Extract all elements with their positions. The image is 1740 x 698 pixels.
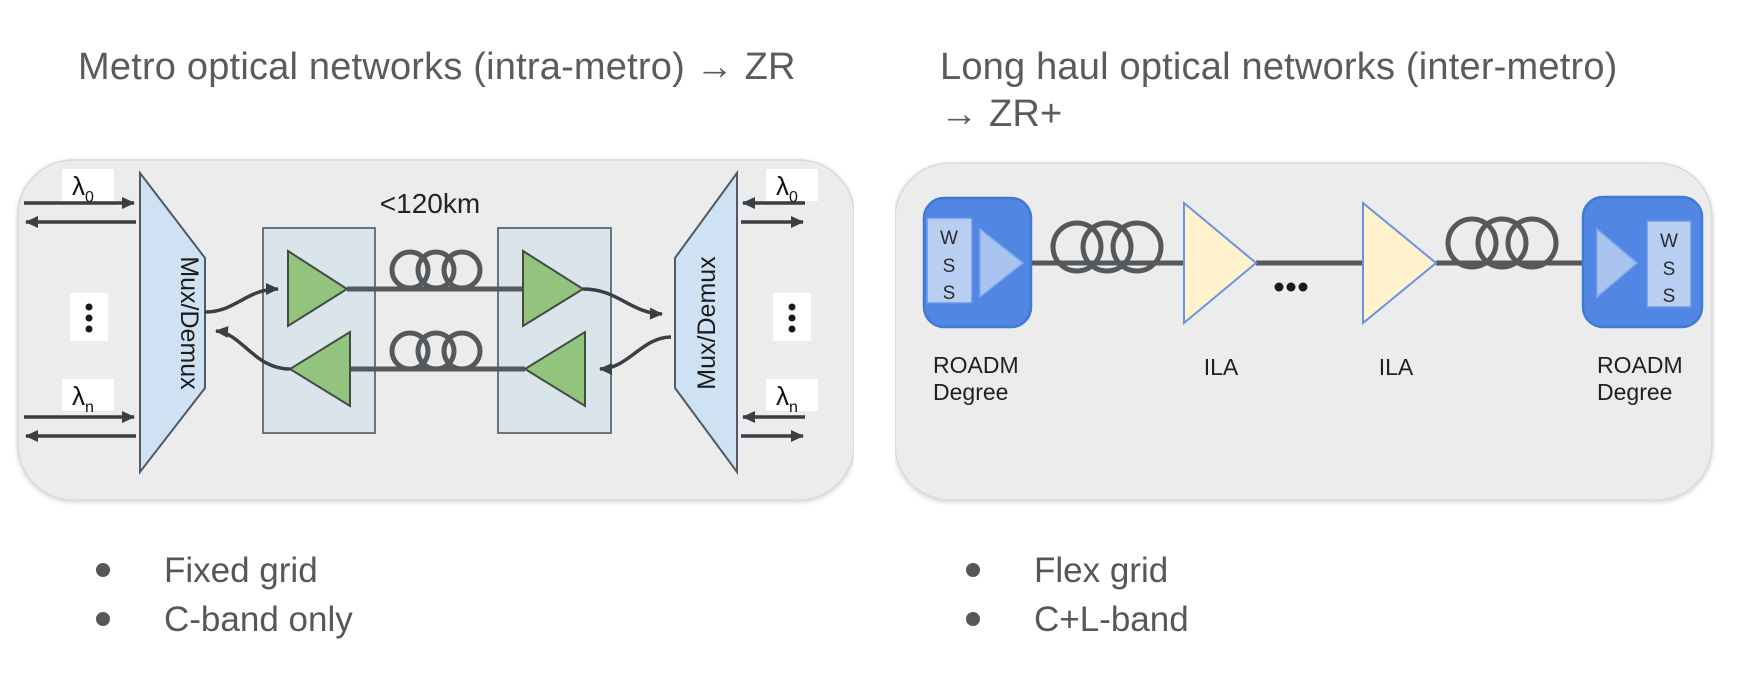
lambda0-left-backdrop [62, 169, 114, 201]
ila-right-label: ILA [1379, 354, 1414, 380]
roadm-left-wss-box [926, 217, 973, 304]
vertical-ellipsis-icon [788, 303, 796, 333]
horizontal-ellipsis-icon [1274, 282, 1308, 292]
wss-letter: S [1663, 286, 1676, 307]
longhaul-bullet-list: Flex grid C+L-band [956, 546, 1189, 644]
ila-left-triangle [1183, 200, 1258, 326]
roadm-right-amp-triangle [1596, 227, 1639, 299]
fiber-coil-left [1050, 220, 1164, 274]
amp-to-mux-arrow-left [215, 325, 291, 371]
wss-letter: S [943, 256, 956, 277]
mux-to-amp-arrow-right [599, 335, 672, 375]
roadm-right-wss-box [1646, 220, 1692, 308]
wss-letter: W [1660, 231, 1678, 252]
bullet-item: Fixed grid [86, 546, 353, 595]
amp-triangle-left-west [288, 330, 351, 408]
mux-demux-left [139, 170, 206, 475]
roadm-right-label-line1: ROADM [1597, 352, 1683, 378]
longhaul-panel-title: Long haul optical networks (inter-metro)… [940, 44, 1618, 138]
amp-triangle-right-east [522, 249, 585, 328]
fiber-coil-bottom [389, 330, 483, 372]
bullet-item: Flex grid [956, 546, 1189, 595]
metro-network-diagram: Mux/Demux Mux/Demux λ0 λn λ0 λn <120km [17, 159, 854, 501]
amp-to-mux-arrow-right [582, 287, 663, 320]
distance-label: <120km [380, 188, 480, 219]
longhaul-title-line1: Long haul optical networks (inter-metro) [940, 46, 1618, 88]
lambdan-left-backdrop [62, 379, 114, 411]
vertical-ellipsis-icon [85, 303, 93, 333]
fiber-coil-top [389, 249, 483, 291]
amp-box-right [497, 227, 612, 434]
lambda0-left-label: λ0 [72, 171, 94, 206]
amp-triangle-left-east [287, 249, 349, 328]
mux-demux-right-label: Mux/Demux [693, 256, 721, 390]
lambdan-left-label: λn [72, 381, 94, 416]
fiber-coil-right [1445, 216, 1559, 270]
wss-letter: S [943, 283, 956, 304]
wss-letter: W [940, 228, 958, 249]
lambdan-right-label: λn [776, 381, 798, 416]
mux-demux-right [674, 169, 738, 476]
ila-right-triangle [1362, 200, 1438, 326]
roadm-left-label-line1: ROADM [933, 352, 1019, 378]
ila-left-label: ILA [1204, 354, 1239, 380]
roadm-left-label-line2: Degree [933, 379, 1008, 405]
mux-demux-left-label: Mux/Demux [175, 256, 203, 390]
amp-box-left [262, 227, 376, 434]
metro-panel-background [17, 159, 854, 501]
metro-bullet-list: Fixed grid C-band only [86, 546, 353, 644]
lambda0-right-backdrop [766, 169, 818, 201]
metro-panel-title: Metro optical networks (intra-metro) → Z… [78, 46, 796, 88]
wss-letter: S [1663, 259, 1676, 280]
longhaul-network-diagram: W S S W S S ROADM Degree ILA ILA ROADM D… [895, 162, 1713, 501]
amp-triangle-right-west [523, 330, 586, 408]
lambdan-right-backdrop [766, 379, 818, 411]
bullet-item: C+L-band [956, 595, 1189, 644]
longhaul-title-line2: → ZR+ [940, 93, 1063, 135]
mux-to-amp-arrow-left [204, 283, 279, 314]
roadm-right-label-line2: Degree [1597, 379, 1672, 405]
lambda0-right-label: λ0 [776, 171, 798, 206]
roadm-left-amp-triangle [979, 227, 1025, 299]
bullet-item: C-band only [86, 595, 353, 644]
